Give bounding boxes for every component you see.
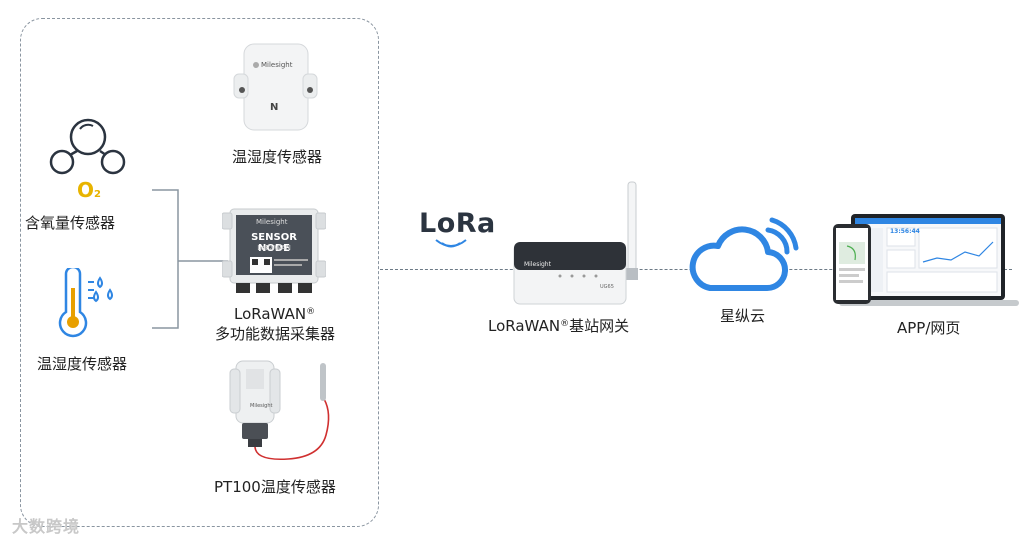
signal-waves-icon xyxy=(435,239,467,248)
laptop-phone-icon xyxy=(833,214,1019,306)
temp-humidity-sensor-label-top: 温湿度传感器 xyxy=(232,148,323,166)
sensor-node-label-line2: 多功能数据采集器 xyxy=(215,325,336,343)
sensor-group-box xyxy=(20,18,379,527)
sensor-node-label-line1: LoRaWAN® xyxy=(234,305,316,323)
gateway-label: LoRaWAN®基站网关 xyxy=(488,317,630,335)
gateway-device: Milesight UG65 xyxy=(510,180,645,310)
nfc-icon: N xyxy=(270,102,279,113)
o2-mark: O2 xyxy=(77,178,101,202)
pt100-device: Milesight xyxy=(228,355,348,465)
sensor-node-plate-title: SENSOR NODE xyxy=(251,232,297,254)
lora-logo: LoRa xyxy=(419,208,496,239)
sensor-node-plate-sub: LoRaWAN xyxy=(257,244,291,252)
app-time-readout: 13:56:44 xyxy=(890,228,920,235)
pt100-label: PT100温度传感器 xyxy=(214,478,336,496)
cloud-label: 星纵云 xyxy=(720,307,766,325)
oxygen-molecule-icon xyxy=(49,118,126,175)
brand-text: Milesight xyxy=(524,261,551,268)
gateway-model: UG65 xyxy=(600,284,614,290)
watermark: 大数跨境 xyxy=(12,517,81,536)
brand-text: Milesight xyxy=(256,218,288,226)
brand-text: Milesight xyxy=(261,61,293,69)
bracket-connector xyxy=(152,189,228,329)
cloud-icon xyxy=(689,217,799,292)
temp-humidity-device: Milesight N xyxy=(228,40,323,135)
brand-text: Milesight xyxy=(250,403,273,409)
temp-humidity-sensor-label-left: 温湿度传感器 xyxy=(37,355,128,373)
app-label: APP/网页 xyxy=(897,319,961,337)
sensor-node-device: Milesight SENSOR NODE LoRaWAN xyxy=(221,205,327,295)
oxygen-sensor-label: 含氧量传感器 xyxy=(25,214,116,232)
thermometer-droplet-icon xyxy=(58,268,113,338)
